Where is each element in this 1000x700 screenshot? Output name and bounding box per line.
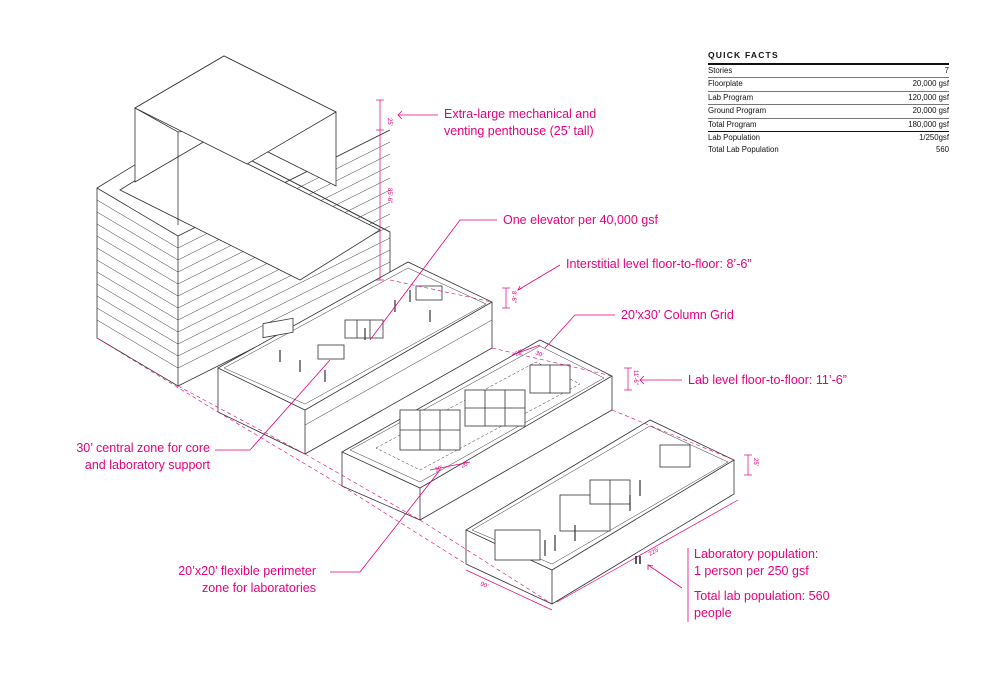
fact-value: 20,000 gsf	[912, 106, 949, 116]
fact-row: Stories 7	[708, 65, 949, 79]
fact-label: Stories	[708, 66, 733, 75]
fact-row: Total Lab Population 560	[708, 144, 949, 156]
dimension-lines	[376, 99, 752, 611]
fact-label: Lab Program	[708, 92, 754, 102]
dim-bay-depth: 30'	[534, 350, 544, 359]
elevator-annotation: One elevator per 40,000 gsf	[503, 213, 658, 227]
fact-value: 180,000 gsf	[908, 119, 949, 129]
dim-interstitial-height: 8'-6"	[510, 291, 516, 303]
dim-length: 225'	[648, 547, 661, 558]
dim-core-zone: 30'	[434, 465, 444, 474]
fact-row: Lab Population 1/250gsf	[708, 132, 949, 144]
dim-bay-width: 20'	[514, 349, 524, 358]
dim-width: 90'	[479, 581, 489, 590]
interstitial-level-slab	[217, 261, 493, 455]
central-zone-line-2: and laboratory support	[84, 458, 210, 472]
total-population-annotation: Total lab population: 560 people	[694, 588, 830, 622]
ground-level-slab	[465, 419, 735, 605]
fact-value: 1/250gsf	[919, 132, 949, 142]
fact-label: Total Program	[708, 119, 757, 129]
fact-row: Ground Program 20,000 gsf	[708, 105, 949, 119]
central-zone-line-1: 30’ central zone for core	[76, 441, 210, 455]
population-annotation: Laboratory population: 1 person per 250 …	[694, 546, 818, 580]
penthouse-line-1: Extra-large mechanical and	[444, 107, 597, 121]
fact-row: Total Program 180,000 gsf	[708, 119, 949, 132]
dim-perimeter-zone: 20'	[460, 461, 470, 470]
perimeter-zone-annotation: 20’x20’ flexible perimeter zone for labo…	[146, 563, 316, 597]
lab-level-slab	[341, 339, 613, 521]
fact-row: Floorplate 20,000 gsf	[708, 78, 949, 92]
total-population-line-1: Total lab population: 560	[694, 589, 830, 603]
quick-facts-title: QUICK FACTS	[708, 50, 949, 65]
quick-facts-table: QUICK FACTS Stories 7 Floorplate 20,000 gs…	[708, 50, 949, 157]
central-zone-annotation: 30’ central zone for core and laboratory…	[40, 440, 210, 474]
fact-label: Lab Population	[708, 132, 761, 142]
fact-label: Ground Program	[708, 106, 767, 116]
fact-row: Lab Program 120,000 gsf	[708, 92, 949, 106]
perimeter-zone-line-1: 20’x20’ flexible perimeter	[178, 564, 316, 578]
population-line-2: 1 person per 250 gsf	[694, 564, 809, 578]
perimeter-zone-line-2: zone for laboratories	[202, 581, 316, 595]
dim-slab-thickness: 25'	[752, 458, 758, 466]
column-grid-annotation: 20’x30’ Column Grid	[621, 308, 734, 322]
alignment-guides	[96, 279, 735, 605]
fact-value: 7	[944, 66, 949, 75]
fact-value: 560	[935, 145, 949, 155]
total-population-line-2: people	[694, 606, 732, 620]
person-icons	[635, 556, 641, 564]
lab-level-annotation: Lab level floor-to-floor: 11’-6”	[688, 373, 847, 387]
population-line-1: Laboratory population:	[694, 547, 819, 561]
dim-penthouse-height: 25'	[386, 118, 392, 126]
fact-label: Floorplate	[708, 79, 743, 89]
dim-lab-height: 11'-6"	[632, 370, 638, 385]
dim-building-height: 85'-6"	[386, 188, 392, 203]
fact-value: 120,000 gsf	[908, 92, 949, 102]
penthouse-annotation: Extra-large mechanical and venting penth…	[444, 106, 596, 140]
callout-leaders	[215, 110, 689, 622]
penthouse-line-2: venting penthouse (25’ tall)	[444, 124, 594, 138]
interstitial-annotation: Interstitial level floor-to-floor: 8’-6”	[566, 257, 752, 271]
fact-value: 20,000 gsf	[912, 79, 949, 89]
dimension-labels: 25' 85'-6" 8'-6" 20' 30' 11'-6" 30' 20' …	[386, 118, 758, 590]
fact-label: Total Lab Population	[708, 145, 779, 155]
